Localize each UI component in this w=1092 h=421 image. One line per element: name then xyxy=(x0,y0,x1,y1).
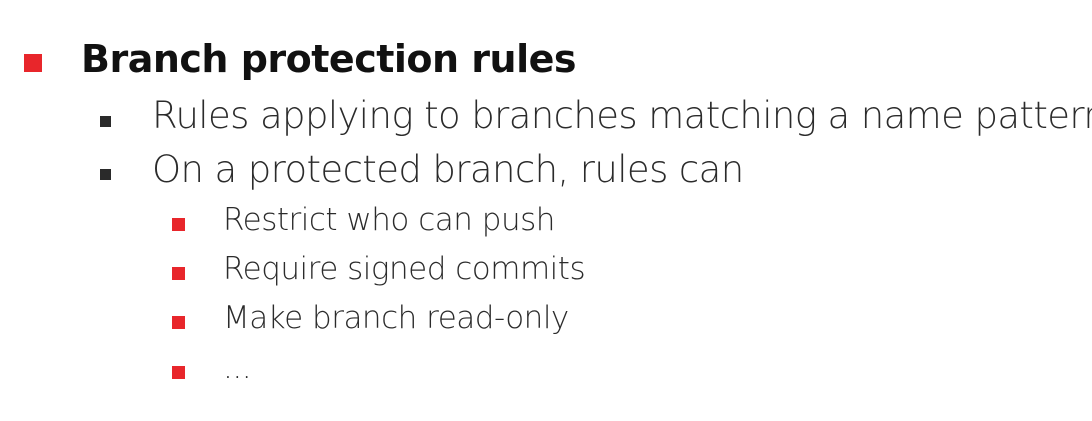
level3-bullet-icon xyxy=(172,316,185,329)
level3-item-text: Require signed commits xyxy=(223,251,586,287)
heading-bullet-icon xyxy=(24,54,42,72)
level2-item-text: On a protected branch, rules can xyxy=(152,148,744,191)
level3-bullet-icon xyxy=(172,218,185,231)
level3-bullet-icon xyxy=(172,366,185,379)
level2-bullet-icon xyxy=(100,116,111,127)
level3-item-text: Restrict who can push xyxy=(223,202,555,238)
level2-item-text: Rules applying to branches matching a na… xyxy=(152,94,1092,137)
level3-bullet-icon xyxy=(172,267,185,280)
level3-item-text: Make branch read-only xyxy=(223,300,569,336)
level3-item-text: ... xyxy=(223,350,252,386)
level2-bullet-icon xyxy=(100,169,111,180)
slide-heading: Branch protection rules xyxy=(81,37,577,81)
